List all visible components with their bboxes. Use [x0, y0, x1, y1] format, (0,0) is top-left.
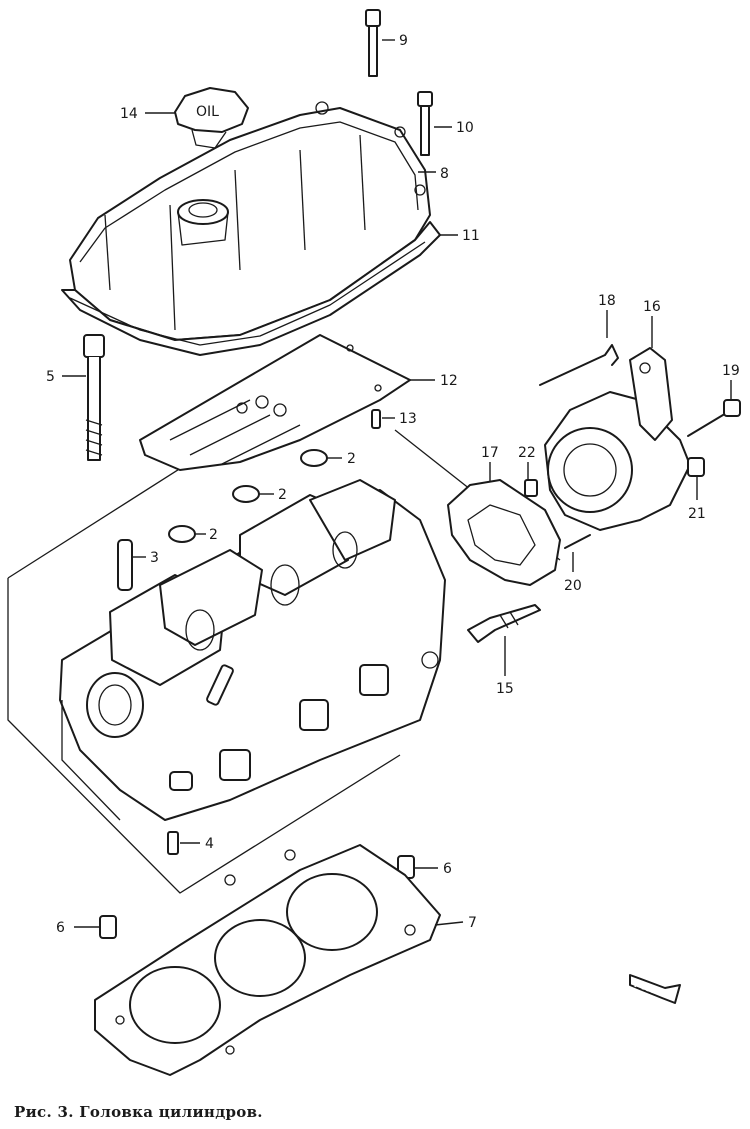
bolt-10 [417, 91, 433, 156]
callout-leaders [62, 39, 732, 928]
callout-18: 18 [598, 293, 616, 309]
fwd-text: FWD [632, 979, 660, 998]
callout-16: 16 [643, 299, 661, 315]
callout-19: 19 [722, 363, 740, 379]
callout-6a: 6 [443, 861, 452, 877]
callout-4: 4 [205, 836, 214, 852]
cylinder-head [59, 479, 446, 821]
head-gasket [94, 844, 441, 1076]
callout-14: 14 [120, 106, 138, 122]
callout-5: 5 [46, 369, 55, 385]
fwd-arrow-icon: FWD [629, 974, 681, 1004]
housing-gasket [447, 479, 561, 586]
callout-3: 3 [150, 550, 159, 566]
callout-10: 10 [456, 120, 474, 136]
callout-8: 8 [440, 166, 449, 182]
cover-plate [139, 334, 411, 471]
callout-11: 11 [462, 228, 480, 244]
oil-cap-text: OIL [196, 104, 219, 120]
callout-9: 9 [399, 33, 408, 49]
callout-2c: 2 [209, 527, 218, 543]
housing-fasteners [467, 344, 741, 643]
bolt-9 [365, 9, 381, 77]
callout-22: 22 [518, 445, 536, 461]
callout-labels: 9 10 8 11 14 5 12 13 2 2 2 3 4 6 6 7 18 … [46, 33, 740, 936]
callout-2a: 2 [347, 451, 356, 467]
callout-17: 17 [481, 445, 499, 461]
oil-filler-cap: OIL [174, 87, 249, 149]
callout-15: 15 [496, 681, 514, 697]
callout-21: 21 [688, 506, 706, 522]
callout-20: 20 [564, 578, 582, 594]
callout-12: 12 [440, 373, 458, 389]
callout-7: 7 [468, 915, 477, 931]
callout-6b: 6 [56, 920, 65, 936]
valve-cover [61, 101, 441, 356]
bolt-5 [83, 334, 105, 461]
figure-caption: Рис. 3. Головка цилиндров. [14, 1103, 263, 1121]
callout-13: 13 [399, 411, 417, 427]
small-parts [99, 409, 415, 939]
callout-2b: 2 [278, 487, 287, 503]
